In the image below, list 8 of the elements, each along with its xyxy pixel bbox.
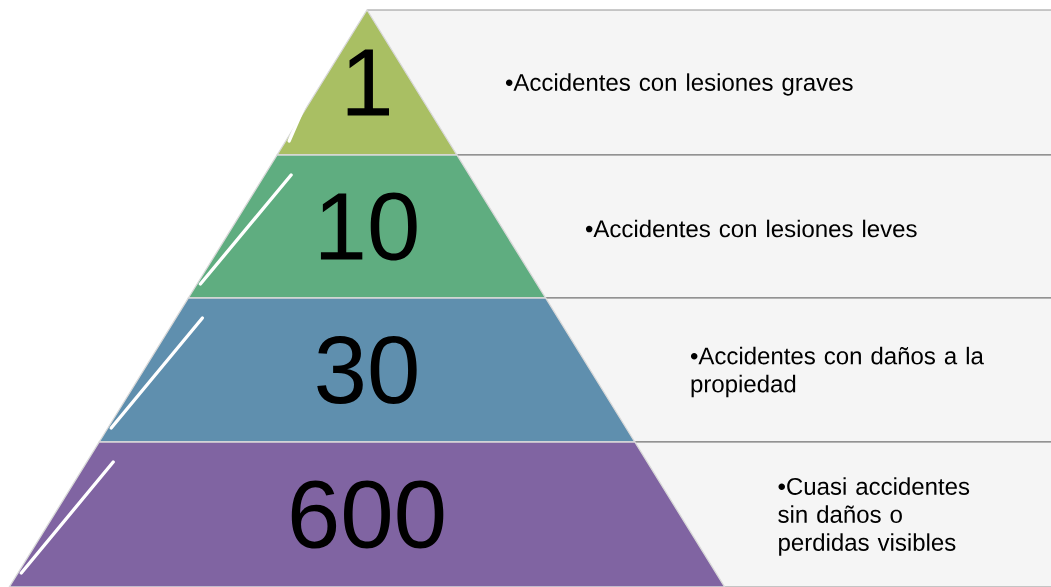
pyramid-level: 600: [8, 441, 726, 587]
description-box: •Accidentes con daños a la propiedad: [545, 297, 1051, 443]
pyramid-level: 10: [187, 154, 547, 299]
pyramid-level: 30: [98, 297, 636, 443]
description-box: •Accidentes con lesiones leves: [456, 154, 1051, 299]
node-label: •Accidentes con daños a la propiedad: [690, 346, 984, 398]
node-label: •Accidentes con lesiones graves: [505, 73, 853, 96]
node-label: •Accidentes con lesiones leves: [585, 219, 917, 238]
